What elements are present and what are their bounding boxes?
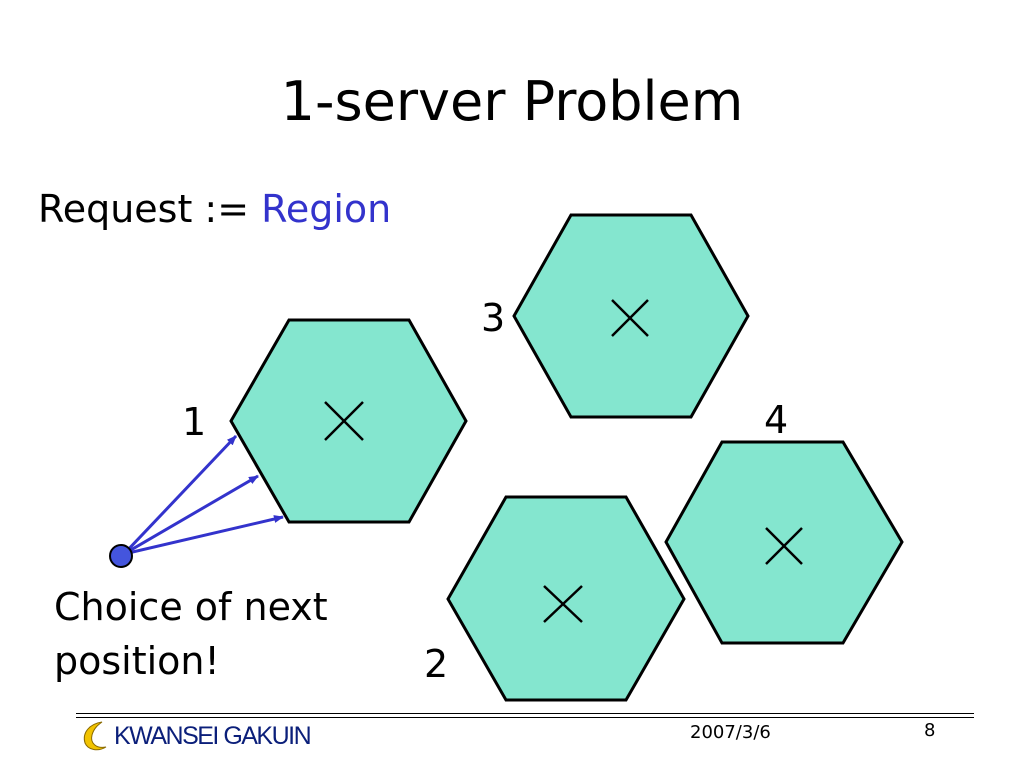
region-label-4: 4 — [764, 398, 789, 442]
hexagon-shape — [446, 495, 686, 702]
request-prefix: Request := — [38, 187, 262, 231]
arrow-to-region-1-lower — [123, 515, 284, 556]
caption-line-1: Choice of next — [54, 585, 328, 629]
footer-divider-top — [76, 713, 974, 714]
center-x-mark-icon — [765, 527, 803, 565]
arrow-to-region-1-upper — [122, 434, 238, 556]
center-x-mark-icon — [611, 299, 649, 337]
region-hexagon-2 — [446, 495, 686, 702]
footer-date: 2007/3/6 — [690, 722, 771, 743]
region-label-3: 3 — [481, 296, 506, 340]
logo-text: KWANSEI GAKUIN — [114, 721, 312, 750]
region-hexagon-3 — [512, 213, 750, 419]
region-hexagon-1 — [229, 318, 468, 524]
choice-arrows — [122, 434, 284, 556]
slide-title: 1-server Problem — [280, 70, 744, 133]
center-x-mark-icon — [324, 401, 364, 441]
hexagon-shape — [664, 440, 904, 645]
request-definition: Request := Region — [38, 184, 391, 234]
region-label-2: 2 — [424, 642, 449, 686]
server-position-dot — [109, 544, 133, 568]
page-number: 8 — [924, 720, 936, 741]
region-label-1: 1 — [182, 400, 207, 444]
caption-line-2: position! — [54, 639, 220, 683]
center-x-mark-icon — [543, 585, 583, 623]
region-hexagon-4 — [664, 440, 904, 645]
caption: Choice of next position! — [54, 580, 328, 688]
hexagon-shape — [229, 318, 468, 524]
arrow-to-region-1-middle — [123, 474, 259, 556]
university-logo: KWANSEI GAKUIN — [76, 716, 312, 756]
crescent-moon-icon — [83, 721, 107, 751]
footer-divider-bottom — [76, 717, 974, 718]
request-highlight: Region — [261, 187, 392, 231]
